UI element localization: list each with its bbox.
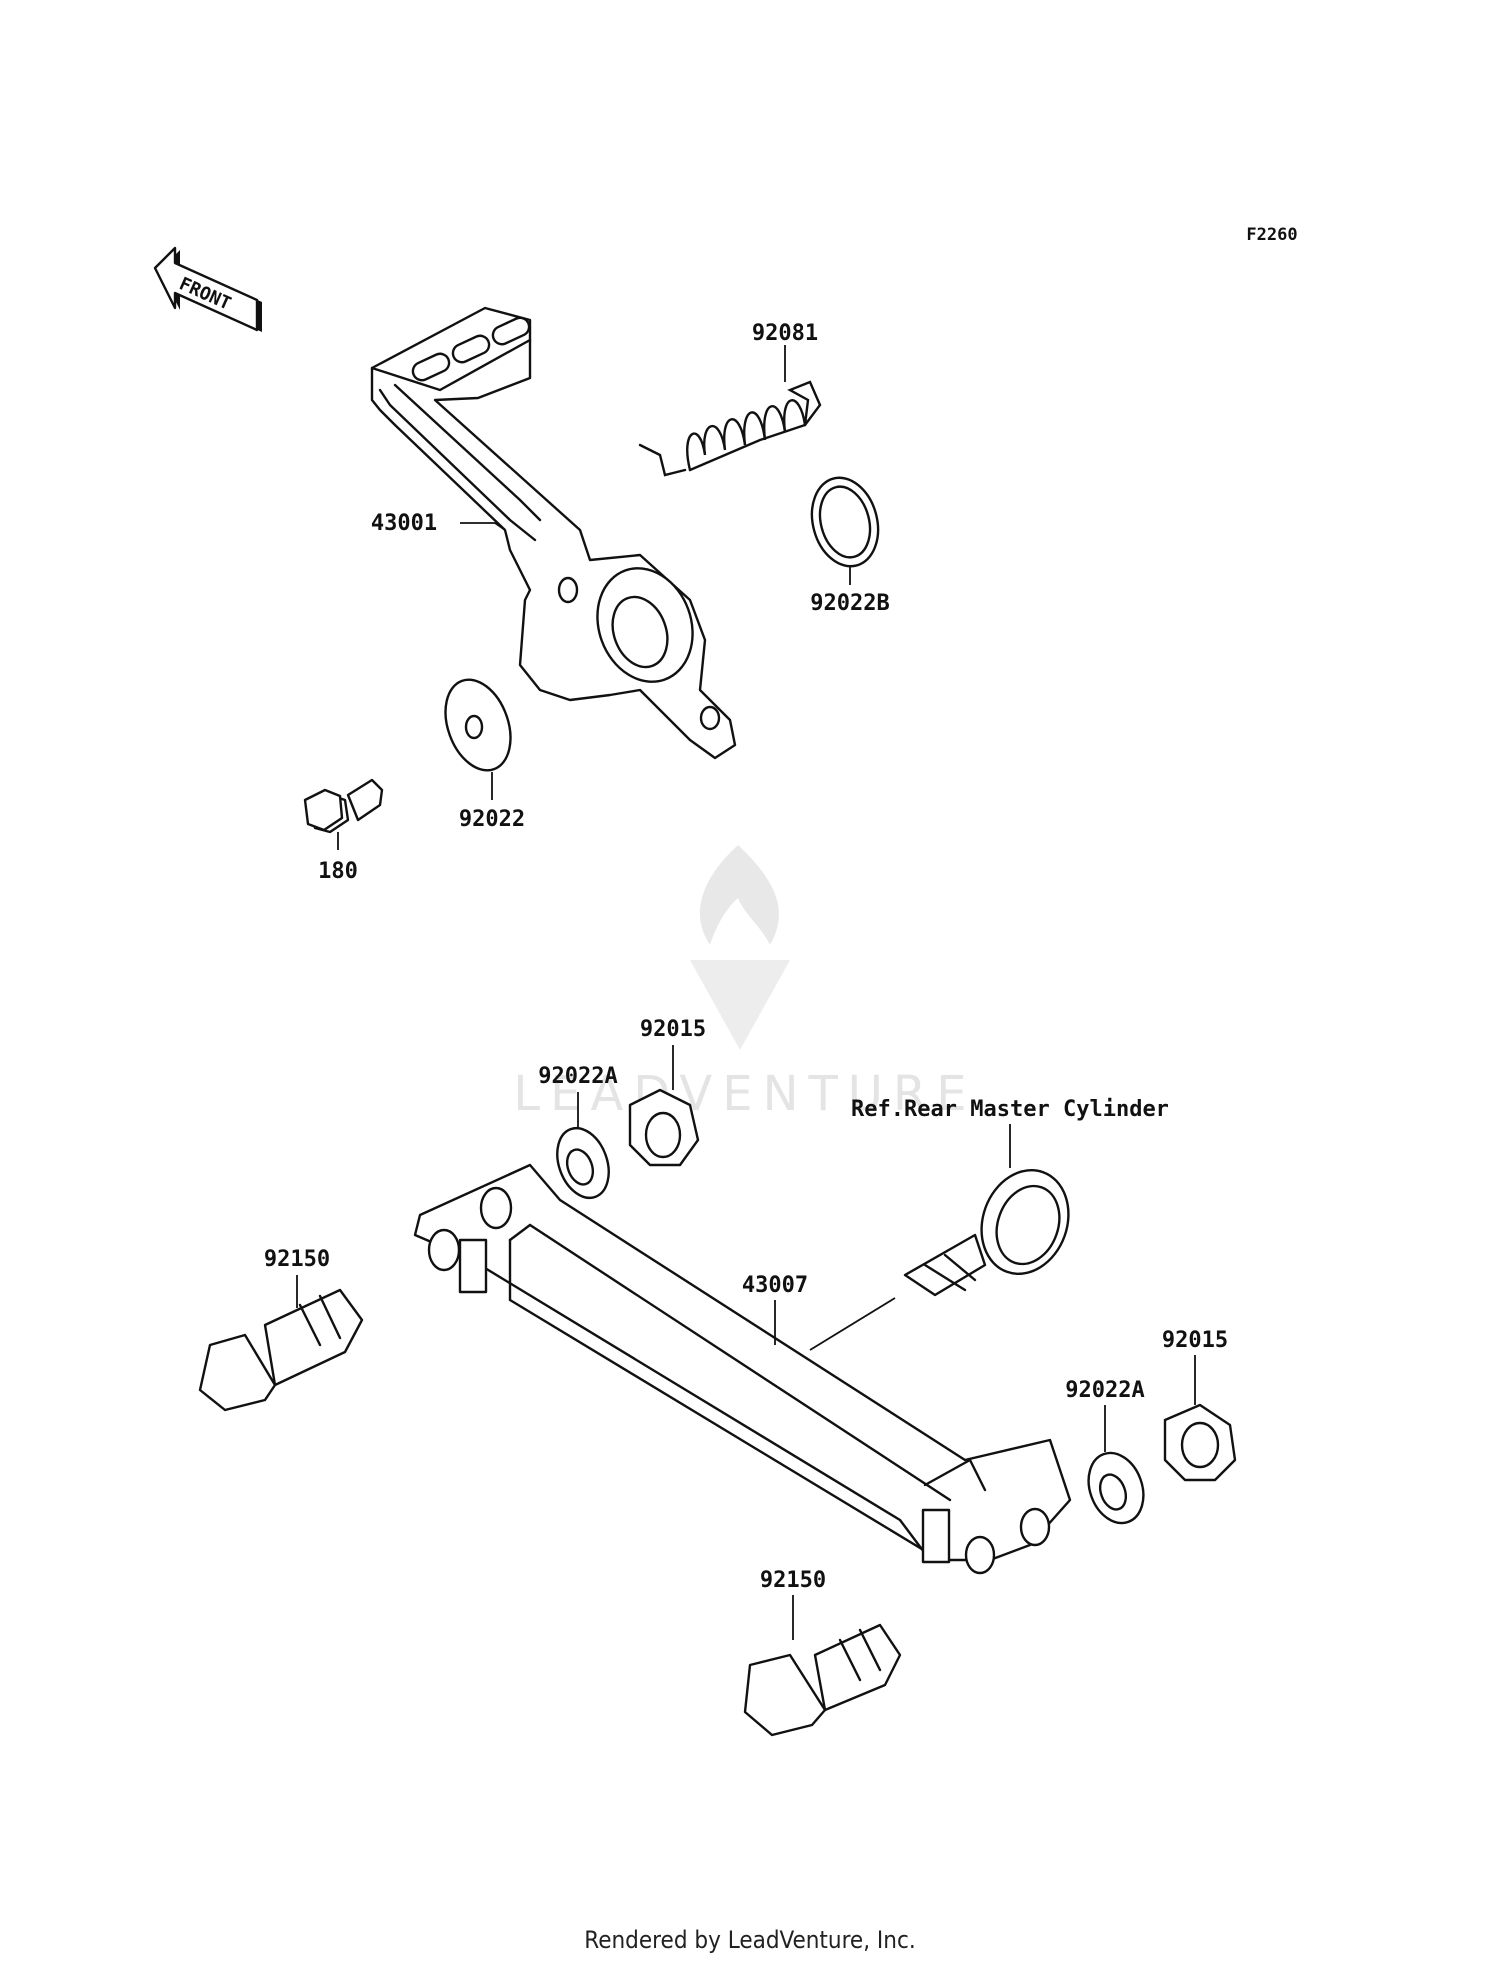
watermark-logo: LEADVENTURE xyxy=(513,845,976,1122)
label-92150-bottom: 92150 xyxy=(760,1568,826,1593)
nut-92015-top-part xyxy=(628,1088,700,1167)
label-92081: 92081 xyxy=(752,321,818,346)
return-spring-part xyxy=(638,380,822,477)
label-43001: 43001 xyxy=(371,511,437,536)
label-92022b: 92022B xyxy=(810,591,889,616)
nut-92015-right-part xyxy=(1163,1403,1237,1482)
washer-92022-part xyxy=(444,678,512,772)
pin-92150-bottom-part xyxy=(743,1623,902,1737)
footer-credit: Rendered by LeadVenture, Inc. xyxy=(584,1926,916,1954)
watermark-text: LEADVENTURE xyxy=(513,1066,976,1122)
front-arrow-icon: FRONT xyxy=(153,246,262,332)
label-43007: 43007 xyxy=(742,1273,808,1298)
washer-92022a-right-part xyxy=(1087,1451,1145,1525)
label-92022: 92022 xyxy=(459,807,525,832)
connecting-rod-part xyxy=(413,1163,1072,1575)
label-180: 180 xyxy=(318,859,358,884)
pin-92150-left-part xyxy=(198,1288,364,1412)
label-92015-right: 92015 xyxy=(1162,1328,1228,1353)
diagram-code: F2260 xyxy=(1246,225,1297,245)
label-92022a-right: 92022A xyxy=(1065,1378,1144,1403)
label-92022a-top: 92022A xyxy=(538,1064,617,1089)
bolt-180-part xyxy=(303,778,384,834)
label-92015-top: 92015 xyxy=(640,1017,706,1042)
label-92150-left: 92150 xyxy=(264,1247,330,1272)
master-cylinder-ref-part xyxy=(903,1168,1070,1297)
washer-92022b-part xyxy=(810,476,880,568)
reference-label: Ref.Rear Master Cylinder xyxy=(851,1097,1169,1122)
washer-92022a-top-part xyxy=(556,1126,610,1200)
brake-pedal-part xyxy=(370,306,737,760)
